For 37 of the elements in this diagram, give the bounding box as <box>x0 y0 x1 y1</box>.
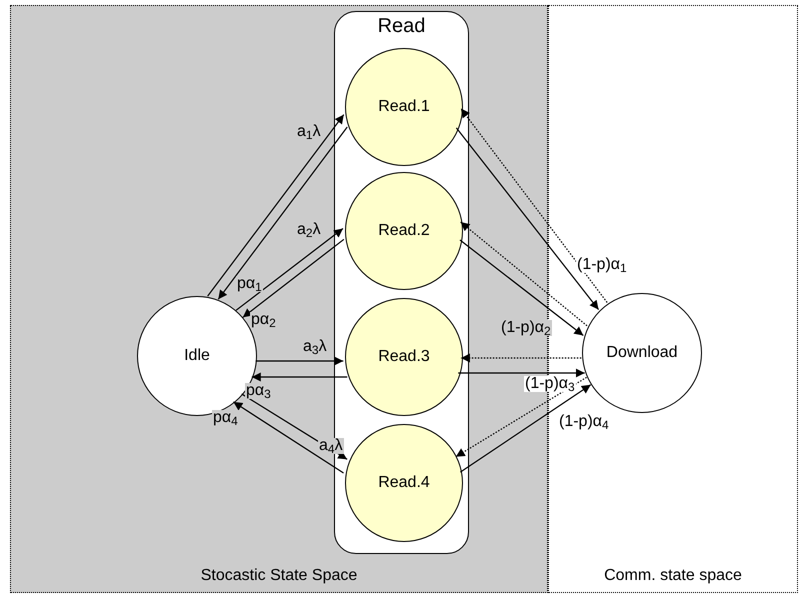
arrow <box>242 238 344 318</box>
arrow <box>458 368 585 378</box>
edge-label: pα$_{1}$ <box>236 276 263 292</box>
edge-label: (1-p)α$_{1}$ <box>576 257 628 273</box>
arrow <box>460 240 584 336</box>
state-label: Read.3 <box>378 347 430 367</box>
edge-label: pα$_{2}$ <box>250 312 277 328</box>
arrow <box>207 114 344 296</box>
arrow <box>256 356 344 366</box>
region-label: Comm. state space <box>604 566 742 586</box>
state-label: Download <box>606 343 678 363</box>
arrow <box>218 126 348 300</box>
arrow <box>456 128 600 310</box>
dotted-arrow <box>456 376 587 458</box>
group-container <box>334 11 469 554</box>
edge-label: (1-p)α$_{3}$ <box>524 376 576 392</box>
state-label: Read.2 <box>378 221 430 241</box>
state-label: Idle <box>184 346 210 366</box>
edge-label: pα$_{4}$ <box>212 410 239 426</box>
arrow <box>460 384 592 473</box>
dotted-arrow <box>460 222 588 326</box>
arrow <box>233 401 344 474</box>
region-label: Stocastic State Space <box>200 566 358 586</box>
dotted-arrow <box>460 354 582 362</box>
edge-label: pα$_{3}$ <box>245 383 272 399</box>
edge-label: a$_{1}$λ <box>296 124 322 140</box>
dotted-arrow <box>460 108 608 303</box>
arrow <box>236 228 344 311</box>
edge-label: (1-p)α$_{4}$ <box>558 414 610 430</box>
group-title: Read <box>378 16 426 36</box>
edge-label: (1-p)α$_{2}$ <box>500 320 552 336</box>
edge-label: a$_{4}$λ <box>318 438 344 454</box>
edge-label: a$_{2}$λ <box>296 222 322 238</box>
state-label: Read.4 <box>378 473 430 493</box>
state-label: Read.1 <box>378 97 430 117</box>
arrow <box>252 372 348 382</box>
edge-label: a$_{3}$λ <box>302 339 328 355</box>
